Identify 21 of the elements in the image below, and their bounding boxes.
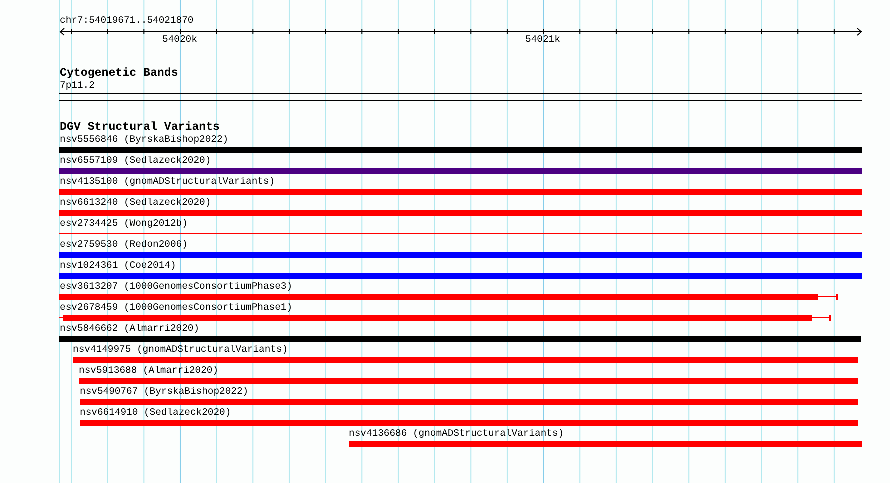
- scale-label: 54021k: [526, 34, 560, 46]
- variant-label: nsv5913688 (Almarri2020): [79, 365, 219, 377]
- variant-label: esv2678459 (1000GenomesConsortiumPhase1): [60, 302, 293, 314]
- variant-label: nsv6613240 (Sedlazeck2020): [60, 197, 212, 209]
- variant-label: nsv6557109 (Sedlazeck2020): [60, 155, 212, 167]
- variant-label: nsv6614910 (Sedlazeck2020): [80, 407, 232, 419]
- scale-label: 54020k: [162, 34, 198, 46]
- band-label: 7p11.2: [60, 80, 95, 92]
- variant-label: nsv4149975 (gnomADStructuralVariants): [73, 344, 288, 356]
- variant-label: nsv1024361 (Coe2014): [60, 260, 176, 272]
- variant-label: nsv5490767 (ByrskaBishop2022): [80, 386, 249, 398]
- variant-label: nsv4135100 (gnomADStructuralVariants): [60, 176, 276, 188]
- variant-label: esv2734425 (Wong2012b): [60, 218, 188, 230]
- variant-label: nsv5556846 (ByrskaBishop2022): [60, 134, 229, 146]
- variant-label: esv3613207 (1000GenomesConsortiumPhase3): [60, 281, 293, 293]
- track-title: Cytogenetic Bands: [60, 68, 178, 80]
- track-title: DGV Structural Variants: [60, 122, 220, 134]
- variant-label: nsv4136686 (gnomADStructuralVariants): [349, 428, 564, 440]
- variant-label: esv2759530 (Redon2006): [60, 239, 188, 251]
- variant-label: nsv5846662 (Almarri2020): [60, 323, 200, 335]
- locus-coordinates: chr7:54019671..54021870: [60, 15, 194, 27]
